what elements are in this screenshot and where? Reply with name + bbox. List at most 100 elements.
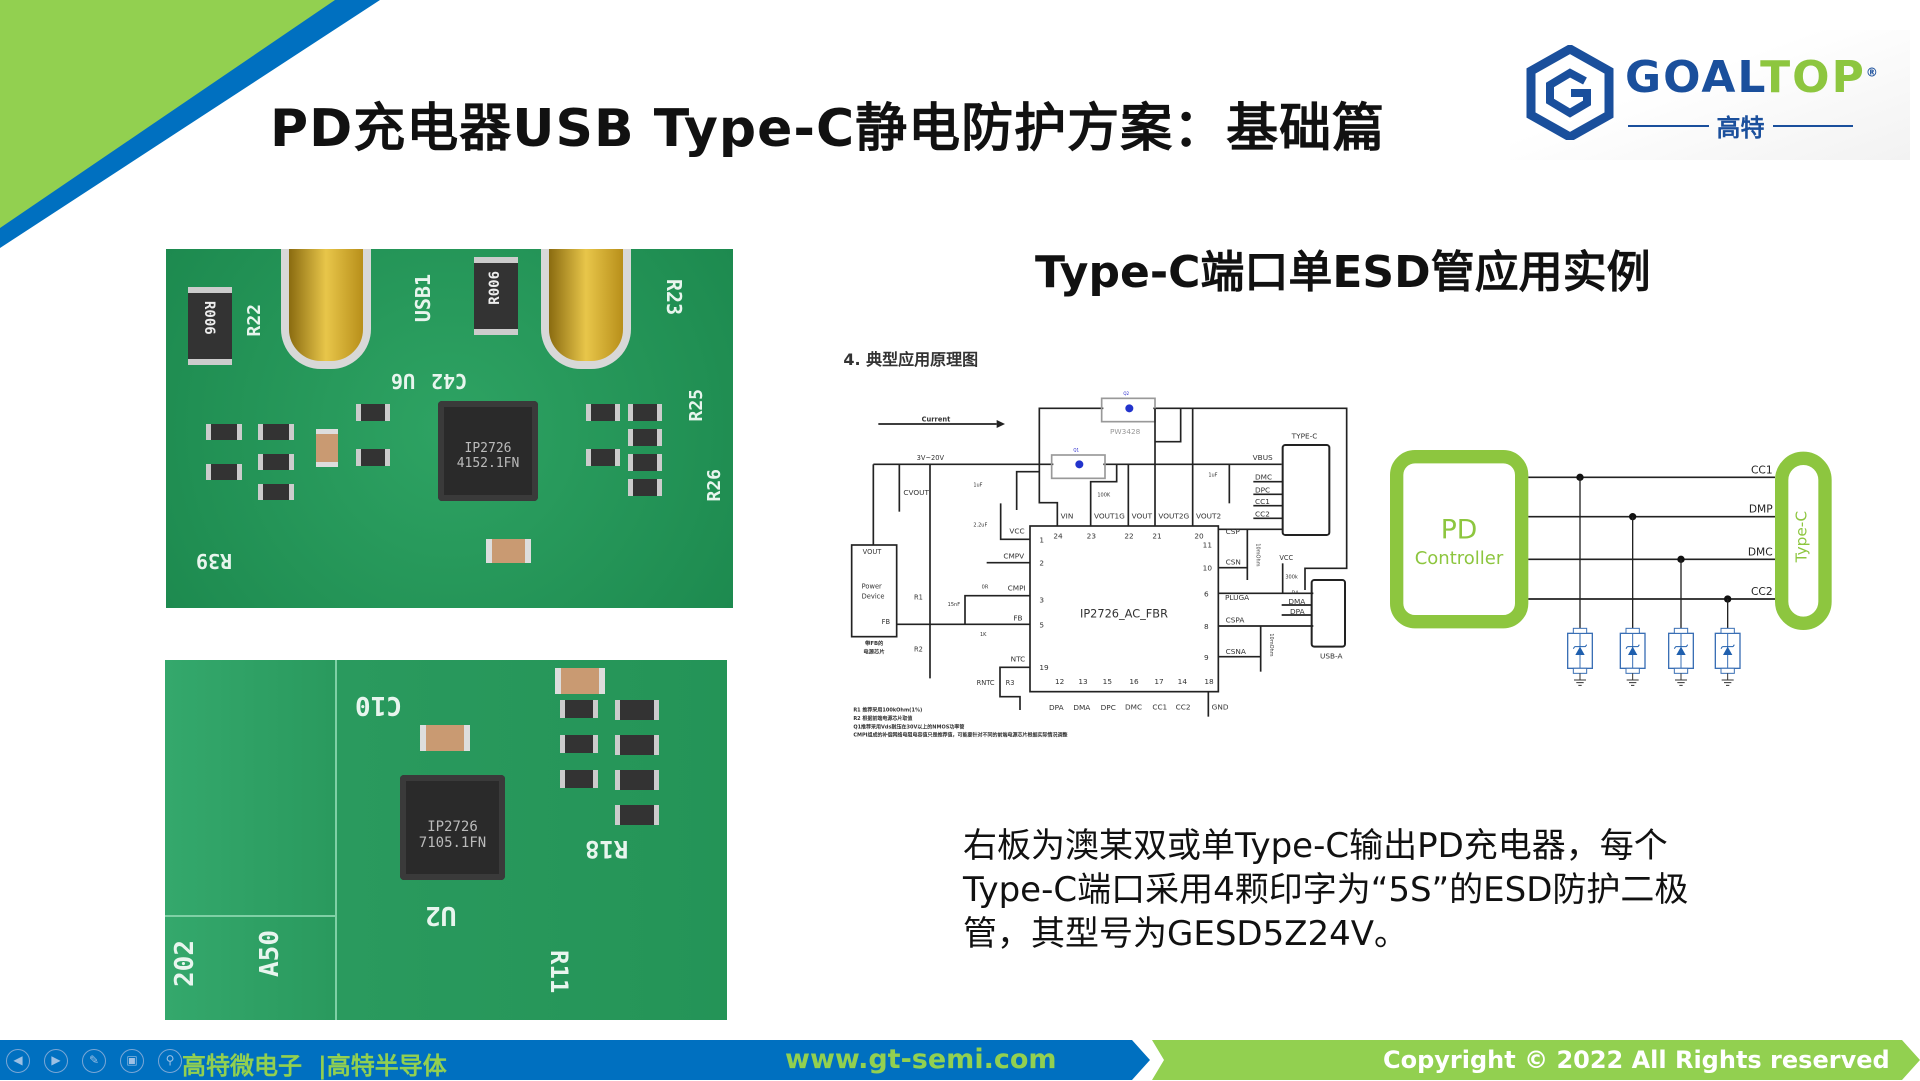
schematic-note: R1 推荐采用100kOhm(1%): [853, 707, 922, 714]
silk-label: C10: [355, 690, 402, 720]
power-note: 带FB的: [865, 639, 884, 647]
tvs-pad: [1673, 667, 1689, 674]
typec-pin: VBUS: [1253, 453, 1273, 462]
footer-copyright: Copyright © 2022 All Rights reserved: [1383, 1046, 1890, 1074]
power-device-label: Power: [862, 582, 882, 590]
resistor-marking: R006: [487, 271, 503, 305]
logo-chinese: 高特: [1716, 114, 1765, 142]
section-subtitle: Type-C端口单ESD管应用实例: [1035, 247, 1651, 298]
chip-marking: 4152.1FN: [456, 456, 520, 471]
pd-controller-box: [1390, 450, 1529, 629]
footer-bar-green: [1152, 1040, 1920, 1080]
pin-num: 20: [1194, 531, 1204, 540]
registered-mark: ®: [1865, 65, 1880, 80]
pin-num: 8: [1204, 622, 1209, 631]
slides-icon[interactable]: ▣: [120, 1049, 144, 1073]
pin-name: CC2: [1176, 702, 1191, 711]
schematic-note: R2 根据前端电源芯片取值: [853, 715, 912, 722]
usba-label: USB-A: [1320, 651, 1343, 660]
silk-label: USB1: [411, 274, 435, 323]
schematic-note: Q1推荐采用Vds耐压在30V以上的NMOS功率管: [853, 723, 964, 730]
chip-marking: IP2726: [464, 441, 512, 456]
r1-label: R1: [914, 593, 923, 601]
zener-bar: [1572, 644, 1588, 649]
pin-name: CSPA: [1226, 615, 1245, 624]
power-vout-label: VOUT: [863, 548, 883, 556]
typec-connector: [1775, 451, 1832, 630]
pin-name: DPC: [1101, 703, 1116, 712]
c1-label: 1uF: [973, 483, 982, 489]
r0-label: 0R: [982, 584, 989, 590]
silk-label: C42: [431, 369, 468, 393]
footer-website[interactable]: www.gt-semi.com: [785, 1044, 1057, 1075]
zener-bar: [1720, 644, 1735, 649]
pin-num: 22: [1124, 531, 1133, 540]
pin-name: CC1: [1152, 702, 1167, 711]
diode-symbol: [1723, 646, 1733, 655]
pcb-photo-top: R006 R006 IP2726 4152.1FN USB1 C42 U6 R2…: [166, 249, 733, 608]
pen-icon[interactable]: ✎: [82, 1049, 106, 1073]
pin-num: 14: [1178, 677, 1188, 686]
zoom-icon[interactable]: ⚲: [158, 1049, 182, 1073]
silk-label: R26: [704, 469, 725, 502]
signal-label: CC1: [1751, 463, 1773, 476]
pin-num: 3: [1039, 596, 1044, 605]
silk-label: R11: [545, 950, 573, 994]
typec-pin: CC2: [1255, 510, 1270, 519]
pin-name: CMPV: [1003, 551, 1024, 560]
c2-label: 2.2uF: [973, 523, 987, 529]
schematic-heading: 4. 典型应用原理图: [843, 350, 978, 369]
pin-num: 12: [1055, 677, 1064, 686]
tvs-pad: [1625, 667, 1640, 674]
power-device-label: Device: [862, 592, 885, 600]
pin-name: VOUT2: [1196, 511, 1221, 520]
r1k-label: 1K: [980, 632, 987, 638]
ground-icon: [1675, 673, 1687, 686]
silk-label: R23: [662, 279, 686, 316]
diode-symbol: [1676, 646, 1686, 655]
signal-label: DMC: [1748, 545, 1773, 558]
signal-label: CC2: [1751, 585, 1773, 598]
diode-symbol: [1628, 646, 1638, 655]
goaltop-logo: GOALTOP® 高特: [1510, 30, 1910, 160]
rs1-label: 10mOhm: [1255, 543, 1261, 566]
pin-name: CMPI: [1008, 584, 1026, 593]
pin-num: 21: [1152, 531, 1161, 540]
ground-icon: [1721, 673, 1734, 686]
silk-label: 202: [170, 940, 200, 987]
footer-bar-blue: [0, 1040, 1150, 1080]
pin-num: 15: [1103, 677, 1113, 686]
tvs-pad: [1673, 627, 1689, 634]
pin-name: GND: [1212, 702, 1229, 711]
corner-decoration: [0, 0, 380, 248]
tvs-pad: [1720, 627, 1735, 634]
typec-pin: DMC: [1255, 472, 1272, 481]
tvs-pad: [1625, 627, 1640, 634]
usba-pin: DPA: [1290, 607, 1305, 616]
prev-slide-icon[interactable]: ◀: [6, 1049, 30, 1073]
pin-num: 17: [1154, 677, 1164, 686]
logo-hexagon-icon: [1526, 45, 1614, 140]
pin-name: VOUT2G: [1158, 511, 1189, 520]
next-slide-icon[interactable]: ▶: [44, 1049, 68, 1073]
description-text: 右板为澳某双或单Type-C输出PD充电器，每个Type-C端口采用4颗印字为“…: [963, 826, 1689, 954]
tvs-pad: [1572, 667, 1588, 674]
cvout-label: CVOUT: [903, 488, 929, 497]
silk-label: R22: [244, 304, 265, 337]
r300k-label: 300k: [1285, 574, 1298, 580]
pin-name: PLUGA: [1225, 593, 1249, 602]
chip-marking: 7105.1FN: [418, 835, 487, 851]
footer-company: 高特微电子: [182, 1052, 302, 1080]
page-title: PD充电器USB Type-C静电防护方案：基础篇: [270, 99, 1386, 159]
pin-num: 10: [1203, 564, 1213, 573]
pin-name: CSP: [1226, 527, 1241, 536]
pin-num: 16: [1129, 677, 1139, 686]
d4-label: D4: [1292, 590, 1299, 596]
power-fb-label: FB: [882, 618, 891, 626]
application-schematic: 4. 典型应用原理图 Current 3V~20V Q2 Q1 PW3428 C…: [843, 350, 1348, 739]
c4-label: 15nF: [948, 602, 961, 608]
r3-label: R3: [1006, 679, 1015, 687]
pin-name: VOUT: [1132, 511, 1153, 520]
ground-icon: [1626, 673, 1639, 686]
